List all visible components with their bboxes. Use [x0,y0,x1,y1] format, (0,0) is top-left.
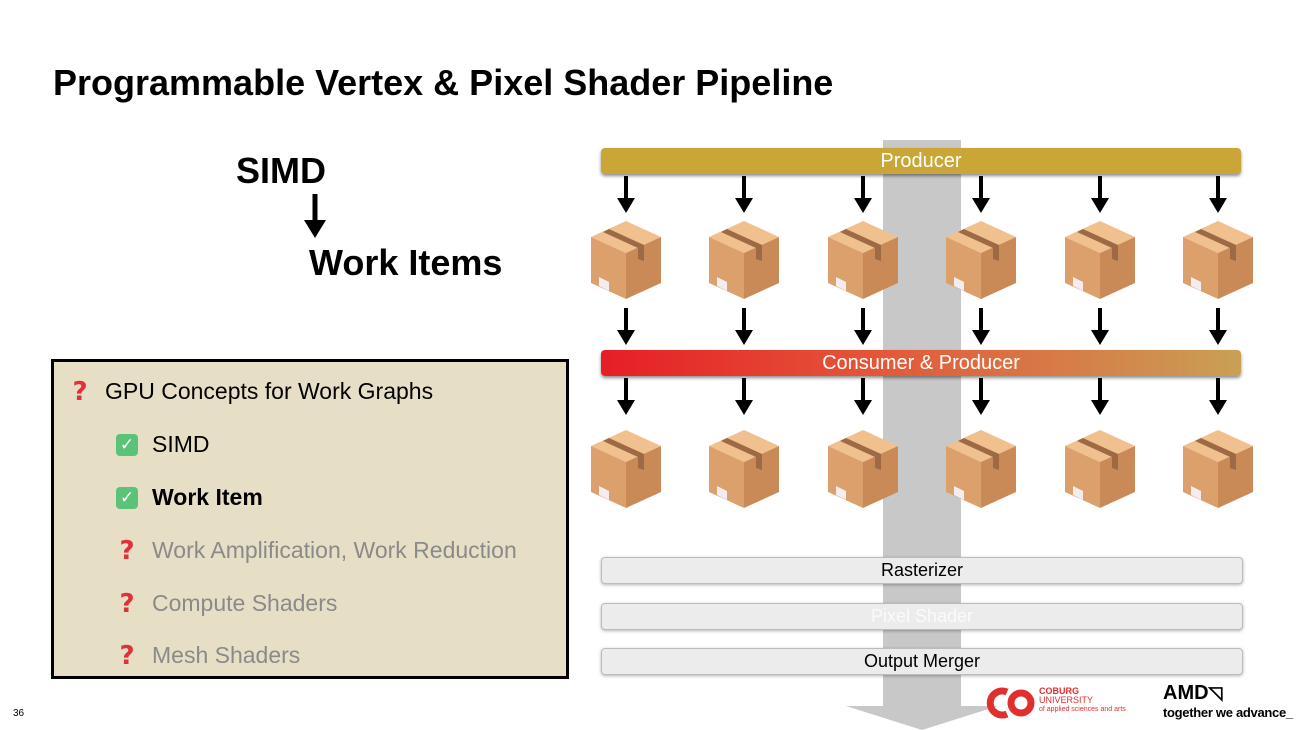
down-arrow-icon [971,308,991,351]
work-item-box-icon [1063,428,1137,515]
amd-arrow-icon: ◹ [1208,683,1223,703]
concept-item-label: Mesh Shaders [152,642,301,668]
page-number: 36 [13,708,25,719]
work-item-box-icon [826,428,900,515]
work-item-box-icon [1181,219,1255,306]
question-mark-icon: ? [119,640,135,671]
consumer-producer-bar: Consumer & Producer [601,350,1241,376]
down-arrow-icon [971,176,991,219]
work-item-box-icon [944,428,1018,515]
checkmark-icon: ✓ [115,486,139,510]
down-arrow-icon [1208,308,1228,351]
down-arrow-icon [734,308,754,351]
applied-sciences-line: of applied sciences and arts [1039,706,1126,713]
concept-item-label: Compute Shaders [152,590,338,616]
checkmark-icon: ✓ [115,433,139,457]
question-mark-icon: ? [72,376,88,407]
concepts-panel: ? GPU Concepts for Work Graphs ✓ SIMD ✓ … [51,359,569,679]
work-items-label: Work Items [309,242,503,283]
work-item-box-icon [589,219,663,306]
amd-tagline: together we advance_ [1163,705,1293,720]
concept-item-simd: ✓ SIMD [115,431,210,458]
down-arrow-icon [853,308,873,351]
work-item-box-icon [1063,219,1137,306]
down-arrow-icon [1090,308,1110,351]
down-arrow-icon [1208,378,1228,421]
down-arrow-icon [616,176,636,219]
concepts-header: ? GPU Concepts for Work Graphs [68,378,433,405]
work-item-box-icon [1181,428,1255,515]
question-mark-icon: ? [119,535,135,566]
stage-output-merger: Output Merger [601,648,1243,675]
concept-item-work-item: ✓ Work Item [115,484,263,511]
work-item-box-icon [826,219,900,306]
concept-item-compute-shaders: ? Compute Shaders [115,590,337,617]
down-arrow-icon [1208,176,1228,219]
down-arrow-icon [734,378,754,421]
university-line: UNIVERSITY [1039,695,1094,705]
concept-item-label: SIMD [152,431,210,457]
stage-rasterizer: Rasterizer [601,557,1243,584]
down-arrow-icon [971,378,991,421]
down-arrow-icon [1090,176,1110,219]
stage-pixel-shader: Pixel Shader [601,603,1243,630]
down-arrow-icon [616,308,636,351]
simd-label: SIMD [236,150,326,191]
amd-logo: AMD◹ [1163,682,1222,705]
down-arrow-icon [304,194,326,238]
question-mark-icon: ? [119,588,135,619]
work-item-box-icon [589,428,663,515]
concept-item-label: Work Amplification, Work Reduction [152,537,517,563]
down-arrow-icon [1090,378,1110,421]
concept-item-label: Work Item [152,484,263,510]
work-item-box-icon [707,219,781,306]
down-arrow-icon [734,176,754,219]
producer-bar: Producer [601,148,1241,174]
work-item-box-icon [944,219,1018,306]
concept-item-mesh-shaders: ? Mesh Shaders [115,642,300,669]
work-item-box-icon [707,428,781,515]
down-arrow-icon [853,378,873,421]
slide-title: Programmable Vertex & Pixel Shader Pipel… [53,62,834,103]
coburg-university-text: COBURG UNIVERSITY of applied sciences an… [1039,687,1126,714]
coburg-line: COBURG [1039,686,1079,696]
down-arrow-icon [616,378,636,421]
coburg-university-logo [986,687,1035,719]
pipeline-flow-arrowhead [846,706,998,730]
amd-logo-text: AMD [1163,682,1209,704]
concepts-header-label: GPU Concepts for Work Graphs [105,378,434,404]
concept-item-work-amplification: ? Work Amplification, Work Reduction [115,535,517,566]
down-arrow-icon [853,176,873,219]
